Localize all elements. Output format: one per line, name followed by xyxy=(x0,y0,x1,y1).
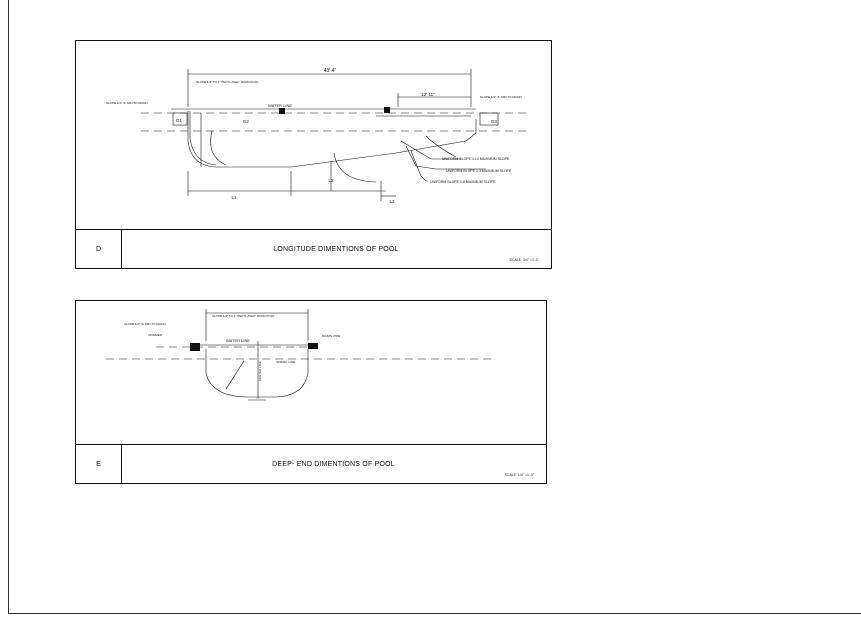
e-slope-drain-label: SLOPE 1/4" /ft. MIN TO DRAIN xyxy=(124,322,166,326)
page-border xyxy=(8,0,861,614)
l2-label: L2 xyxy=(328,178,334,183)
slope-away-label: SLOPE 1/4" TO 1" PER ft. AWAY FROM POOL xyxy=(196,80,259,84)
d2-label: D2 xyxy=(243,119,249,124)
e-skimmer-label: SKIMMER xyxy=(148,333,163,337)
e-center-line-label: CENTER LINE xyxy=(258,361,262,381)
sheet-title-d: LONGITUDE DIMENTIONS OF POOL xyxy=(273,245,399,253)
deep-length-label: 12' 11" xyxy=(421,92,435,97)
sheet-id-d: D xyxy=(76,230,122,268)
e-spring-line-label: SPRING LINE xyxy=(276,360,295,364)
deep-end-section-drawing: SLOPE 1/4" TO 1" PER ft. AWAY FROM POOL … xyxy=(106,309,491,401)
sheet-title-e: DEEP- END DIMENTIONS OF POOL xyxy=(272,460,395,468)
scale-note-d: SCALE: 3/4" =1'-0" xyxy=(509,258,539,262)
sheet-longitude-section: 43' 4" 12' 11" SLOPE 1/4" TO 1" PER ft. … xyxy=(75,40,552,269)
e-waste-pipe-label: WASTE PIPE xyxy=(322,334,340,338)
e-slope-away-label: SLOPE 1/4" TO 1" PER ft. AWAY FROM POOL xyxy=(212,314,275,318)
longitude-section-drawing: 43' 4" 12' 11" SLOPE 1/4" TO 1" PER ft. … xyxy=(106,68,526,204)
overall-length-label: 43' 4" xyxy=(324,68,337,74)
slope-drain-right-label: SLOPE 1/4" /ft. MIN TO DRAIN xyxy=(480,95,522,99)
title-block-e: E DEEP- END DIMENTIONS OF POOL SCALE: 1/… xyxy=(76,444,546,483)
e-water-line-label: WATER LINE xyxy=(226,338,250,343)
title-block-d: D LONGITUDE DIMENTIONS OF POOL SCALE: 3/… xyxy=(76,229,551,268)
scale-note-e: SCALE: 1/4" =1'-0" xyxy=(504,473,534,477)
d1-label: D1 xyxy=(176,118,182,123)
slope-1-10-label: UNIFORM SLOPE 1:10 MAXIMUM SLOPE xyxy=(442,157,510,161)
sheet-id-e: E xyxy=(76,445,122,483)
l3-label: L3 xyxy=(389,199,395,204)
slope-drain-left-label: SLOPE 1/4" /ft. MIN TO DRAIN xyxy=(106,101,148,105)
l1-label: L1 xyxy=(231,195,237,200)
d3-label: D3 xyxy=(491,119,497,124)
slope-1-3-label: UNIFORM SLOPE 1:3 MAXIMUM SLOPE xyxy=(446,169,512,173)
slope-1-6-label: UNIFORM SLOPE 1:6 MAXIMUM SLOPE xyxy=(430,180,496,184)
water-line-label: WATER LINE xyxy=(268,103,292,108)
sheet-deep-end-section: SLOPE 1/4" TO 1" PER ft. AWAY FROM POOL … xyxy=(75,300,547,484)
